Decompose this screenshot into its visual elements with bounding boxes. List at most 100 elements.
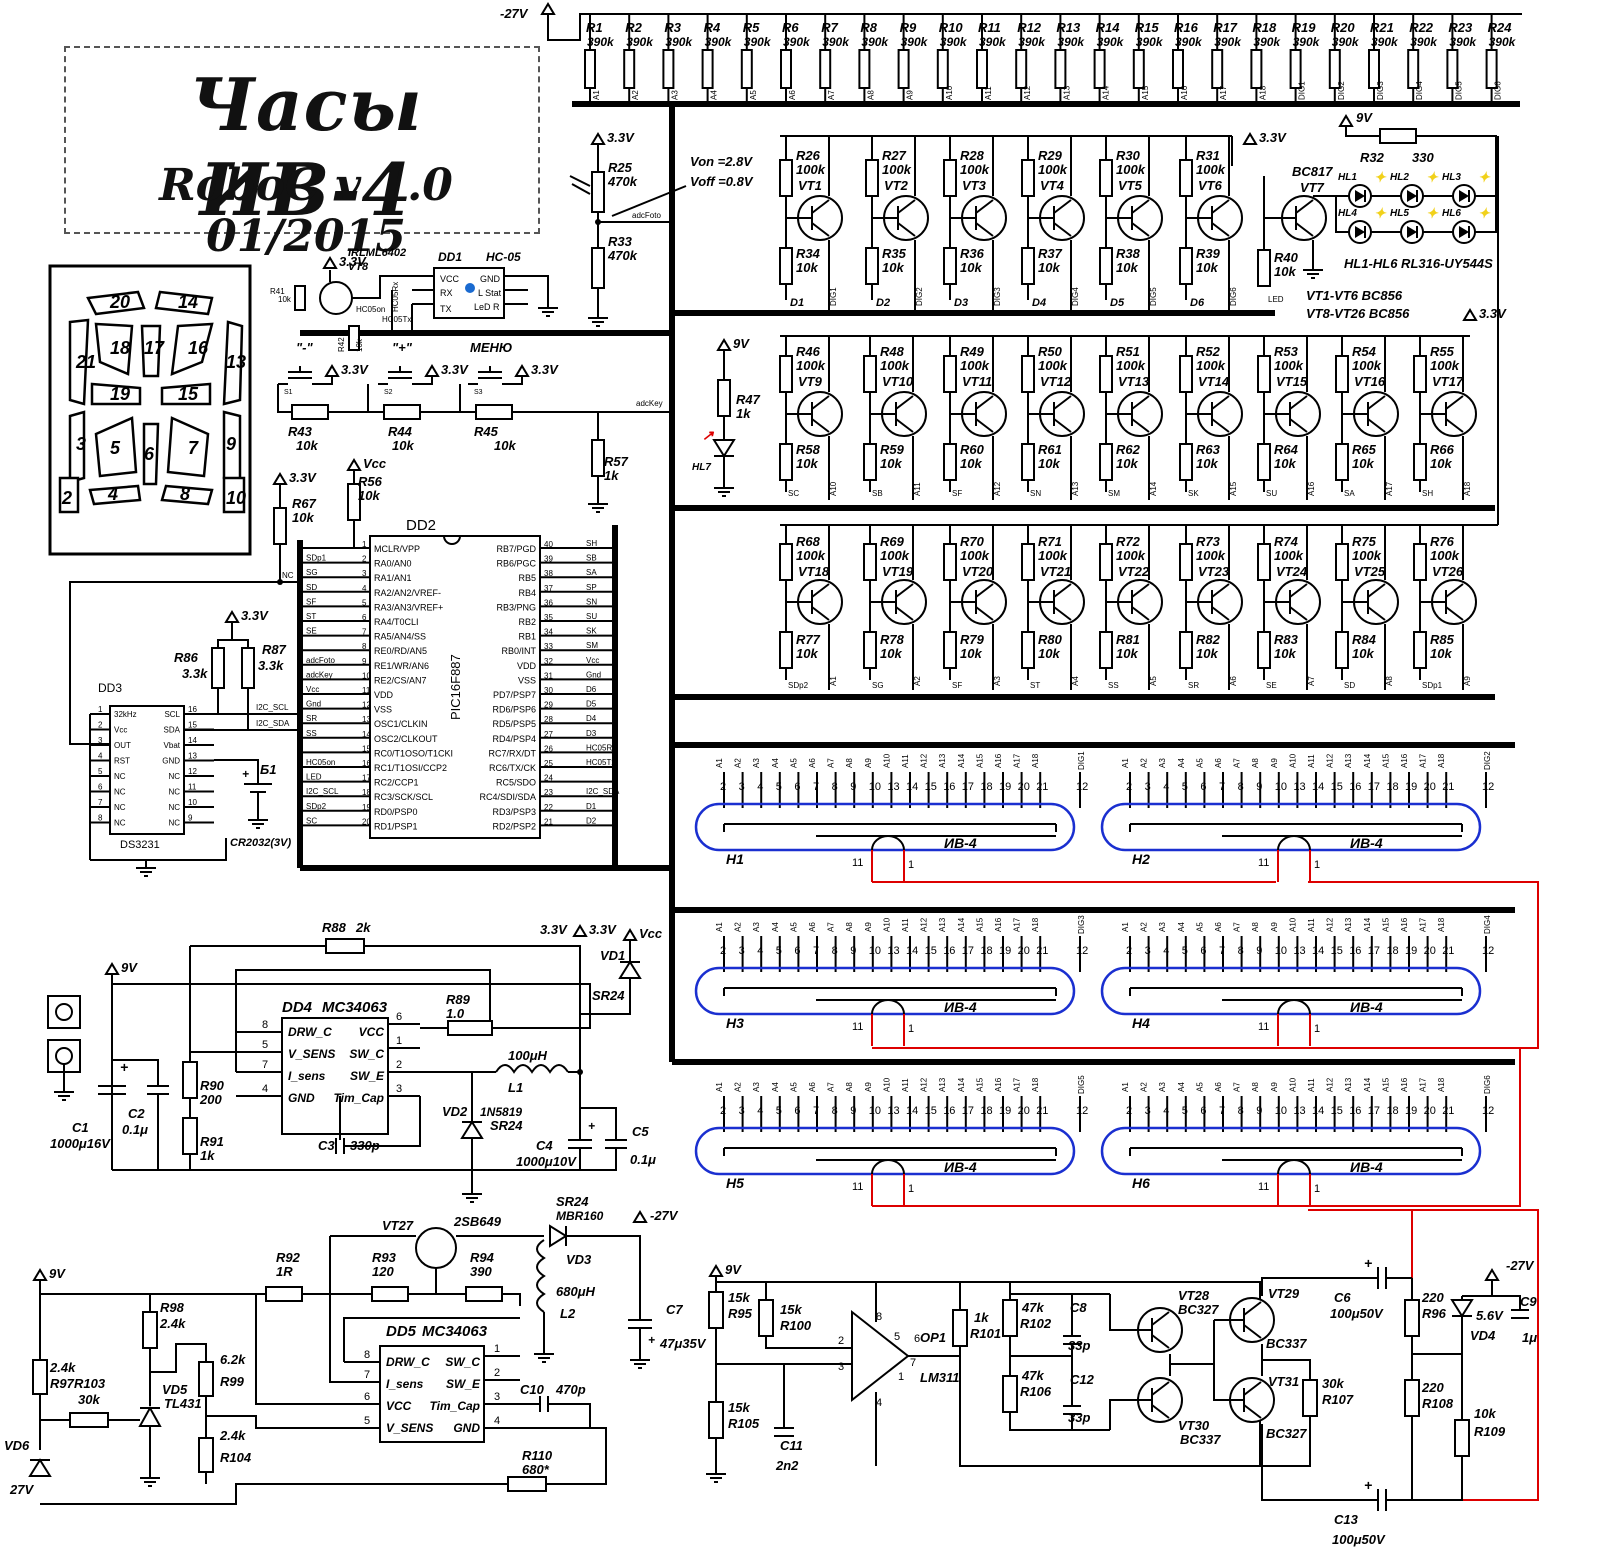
resistor-value: 100k <box>1196 548 1226 563</box>
diode-name: VD3 <box>566 1252 592 1267</box>
rail-label: 3.3V <box>1259 130 1287 145</box>
tube-pin-number: 21 <box>1442 781 1454 793</box>
rail-label: 3.3V <box>289 470 317 485</box>
wire <box>1213 1320 1230 1401</box>
inductor-value: 100μH <box>508 1048 548 1063</box>
psu-part: MC34063 <box>322 999 388 1016</box>
capacitor-value: 100μ50V <box>1330 1306 1384 1321</box>
tube-seg-label: A5 <box>1195 922 1204 932</box>
diode-type: 1N5819 <box>480 1105 522 1119</box>
net-label: I2C_SCL <box>256 703 289 712</box>
segment-21 <box>68 318 90 406</box>
resistor-value: 10k <box>1274 456 1296 471</box>
pin-number: 33 <box>544 642 553 651</box>
tube-pin-number: 9 <box>1256 781 1262 793</box>
diode-type: SR24 <box>490 1118 523 1133</box>
pin-number: 12 <box>188 767 197 776</box>
segment-number: 15 <box>178 384 199 404</box>
resistor-R61 <box>1021 443 1035 481</box>
capacitor-name: C10 <box>520 1382 545 1397</box>
junction-dot <box>595 219 601 225</box>
led-triangle <box>1459 226 1469 238</box>
tube-seg-label: A2 <box>734 922 743 932</box>
pin-number: 1 <box>98 705 103 714</box>
psu-DD5 <box>379 1345 485 1443</box>
resistor-value: 390k <box>1371 35 1399 49</box>
transistor-lead <box>897 199 916 214</box>
resistor-R3 <box>662 49 675 89</box>
net-label: A12 <box>993 481 1002 496</box>
mcu-pin-label: RB4 <box>518 588 536 598</box>
resistor-value: 390k <box>744 35 772 49</box>
mcu-pin-label: RA5/AN4/SS <box>374 632 426 642</box>
resistor-value: 1k <box>974 1310 989 1325</box>
tube-seg-label: A6 <box>808 922 817 932</box>
capacitor-name: C8 <box>1070 1300 1087 1315</box>
resistor-R39 <box>1179 247 1193 285</box>
resistor-value: 100k <box>796 548 826 563</box>
resistor-value: 390k <box>1410 35 1438 49</box>
net-label: I2C_SDA <box>586 787 620 796</box>
tube-pin-number: 10 <box>869 945 881 957</box>
resistor-value: 10k <box>278 295 292 304</box>
tube-H5-envelope <box>694 1126 1076 1176</box>
resistor-value: 10k <box>960 260 982 275</box>
tube-pin-number: 4 <box>1163 781 1169 793</box>
resistor-name: R96 <box>1422 1306 1447 1321</box>
transistor-name: VT19 <box>882 564 914 579</box>
transistor-name: VT31 <box>1268 1374 1299 1389</box>
resistor-R26 <box>779 159 793 197</box>
resistor-value: 100k <box>796 358 826 373</box>
resistor-R54 <box>1335 355 1349 393</box>
tube-seg-label: A12 <box>920 917 929 932</box>
transistor-lead <box>811 395 830 410</box>
transistor-name: VT30 <box>1178 1418 1210 1433</box>
resistor-value: 390k <box>626 35 654 49</box>
transistor-lead <box>1243 1301 1262 1316</box>
resistor-value: 390k <box>822 35 850 49</box>
net-label: HC05Tx <box>382 315 411 324</box>
wire <box>329 1236 380 1383</box>
led-light-icon: ✦ <box>1478 169 1491 185</box>
wire <box>206 1415 344 1429</box>
mcu-pin-label: RE1/WR/AN6 <box>374 661 429 671</box>
resistor-value: 390k <box>940 35 968 49</box>
led-light-icon: ↗ <box>702 427 715 443</box>
resistor-value: 10k <box>1038 646 1060 661</box>
transistor-name: VT4 <box>1040 178 1065 193</box>
tube-pin-number: 8 <box>1238 1105 1244 1117</box>
resistor-R88 <box>325 938 365 954</box>
diode-value: 5.6V <box>1476 1308 1504 1323</box>
diode-name: VD1 <box>600 948 625 963</box>
net-label: A15 <box>1141 85 1150 100</box>
wire <box>40 1483 508 1505</box>
tube-seg-label: A1 <box>1121 758 1130 768</box>
tube-seg-label: A13 <box>938 917 947 932</box>
resistor-name: R98 <box>160 1300 185 1315</box>
net-label: DIG6 <box>1494 81 1503 100</box>
tube-seg-label: A3 <box>752 1082 761 1092</box>
tube-pin-number: 20 <box>1018 945 1030 957</box>
resistor-name: R7 <box>821 20 838 35</box>
wire <box>472 1148 617 1171</box>
resistor-R25 <box>591 171 605 213</box>
tube-pin-number: 16 <box>1349 781 1361 793</box>
wire <box>364 945 581 1080</box>
resistor-name: R72 <box>1116 534 1141 549</box>
pin-number: 15 <box>188 721 197 730</box>
resistor-name: R56 <box>358 474 383 489</box>
tube-pin-number: 8 <box>1238 781 1244 793</box>
resistor-name: R9 <box>900 20 917 35</box>
net-label: DIG3 <box>1376 81 1385 100</box>
capacitor-value: 33p <box>1068 1410 1090 1425</box>
resistor-name: R64 <box>1274 442 1299 457</box>
resistor-name: R46 <box>796 344 821 359</box>
tube-seg-label: A11 <box>901 1078 910 1092</box>
resistor-value: 100k <box>1038 358 1068 373</box>
diode-name: VD4 <box>1470 1328 1496 1343</box>
tube-seg-label: A17 <box>1419 1077 1428 1092</box>
net-label: D4 <box>586 714 597 723</box>
tube-seg-label: A14 <box>957 753 966 768</box>
transistor-name: VT21 <box>1040 564 1071 579</box>
led-name: HL4 <box>1338 208 1357 219</box>
